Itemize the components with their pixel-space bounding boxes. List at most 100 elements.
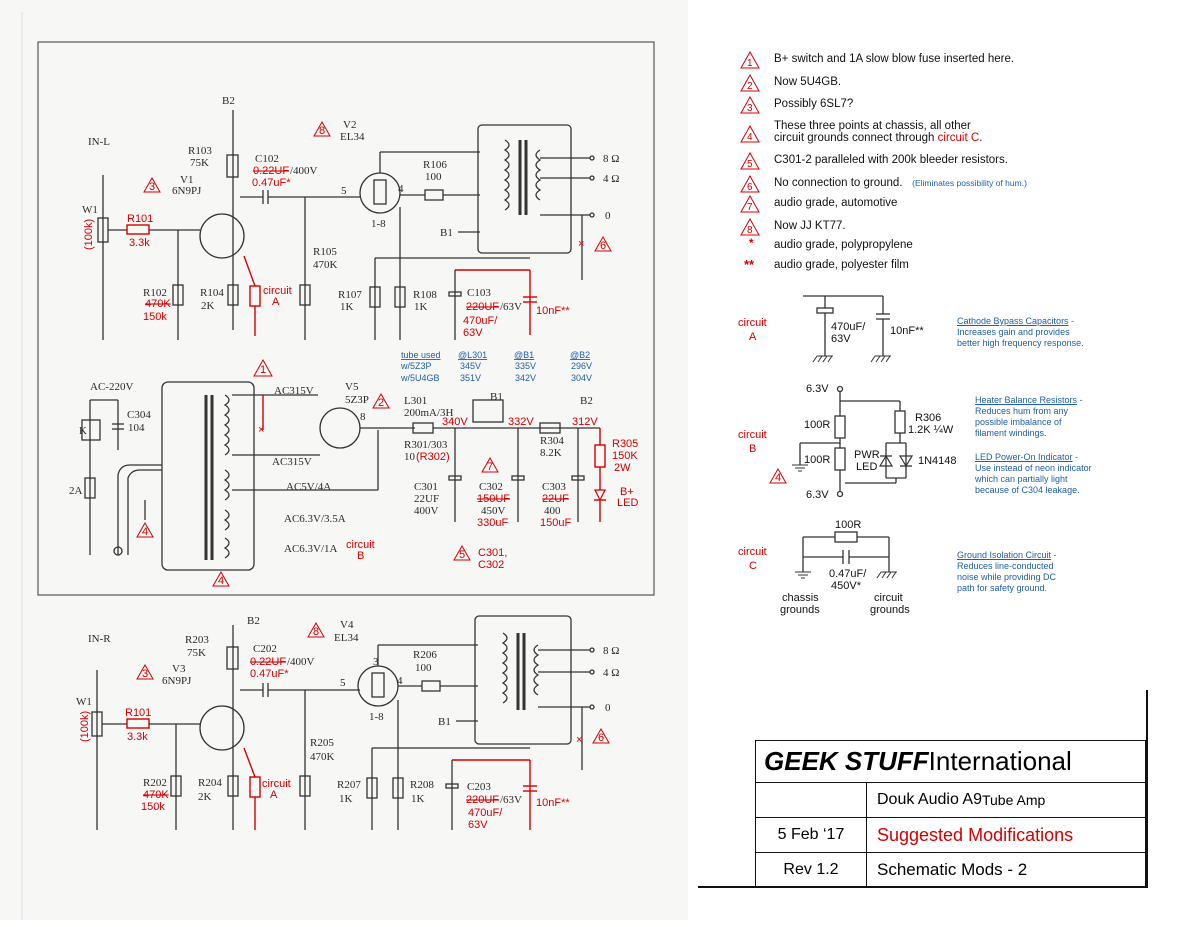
svg-text:R205: R205 bbox=[310, 737, 334, 749]
svg-text:@L301: @L301 bbox=[458, 350, 487, 360]
svg-text:AC315V: AC315V bbox=[272, 456, 312, 468]
svg-text:chassis: chassis bbox=[782, 592, 819, 604]
svg-text:@B1: @B1 bbox=[514, 350, 534, 360]
svg-text:0.47uF/: 0.47uF/ bbox=[829, 568, 867, 580]
svg-text:75K: 75K bbox=[190, 157, 209, 169]
svg-text:6N9PJ: 6N9PJ bbox=[172, 185, 202, 197]
svg-text:circuit: circuit bbox=[738, 546, 767, 558]
svg-text:B: B bbox=[357, 550, 364, 562]
svg-text:@B2: @B2 bbox=[570, 350, 590, 360]
svg-text:4 Ω: 4 Ω bbox=[603, 173, 619, 185]
svg-text:2: 2 bbox=[747, 81, 753, 92]
svg-text:C304: C304 bbox=[127, 409, 151, 421]
svg-text:V4: V4 bbox=[340, 619, 354, 631]
svg-text:2W: 2W bbox=[614, 462, 631, 474]
svg-text:340V: 340V bbox=[442, 416, 468, 428]
svg-text:×: × bbox=[258, 424, 264, 436]
svg-text:400V: 400V bbox=[414, 505, 439, 517]
svg-text:C302: C302 bbox=[478, 559, 504, 571]
svg-text:3.3k: 3.3k bbox=[127, 731, 148, 743]
svg-text:A: A bbox=[270, 789, 278, 801]
svg-text:EL34: EL34 bbox=[340, 131, 365, 143]
svg-text:A: A bbox=[272, 296, 280, 308]
svg-text:450V: 450V bbox=[481, 505, 506, 517]
svg-text:EL34: EL34 bbox=[334, 632, 359, 644]
svg-text:5: 5 bbox=[341, 185, 347, 197]
svg-text:×: × bbox=[576, 734, 582, 746]
svg-text:0.22UF: 0.22UF bbox=[253, 165, 289, 177]
svg-text:PWR: PWR bbox=[854, 449, 880, 461]
svg-text:6N9PJ: 6N9PJ bbox=[162, 675, 192, 687]
circuit-b-heater-description: Heater Balance Resistors - Reduces hum f… bbox=[975, 395, 1083, 438]
svg-text:104: 104 bbox=[128, 422, 145, 434]
svg-text:22UF: 22UF bbox=[414, 493, 439, 505]
svg-text:220UF: 220UF bbox=[466, 301, 499, 313]
svg-text:0.47uF*: 0.47uF* bbox=[250, 668, 289, 680]
svg-text:R207: R207 bbox=[337, 779, 361, 791]
svg-text:A: A bbox=[749, 331, 757, 343]
svg-text:150k: 150k bbox=[143, 311, 167, 323]
amplifier-schematic: IN-L B2 R103 75K C102 0.22UF /400V 0.47u… bbox=[21, 12, 655, 920]
svg-text:10nF**: 10nF** bbox=[890, 325, 924, 337]
svg-text:R107: R107 bbox=[338, 289, 362, 301]
svg-text:R306: R306 bbox=[915, 412, 941, 424]
svg-text:/63V: /63V bbox=[500, 301, 522, 313]
svg-text:V1: V1 bbox=[180, 174, 193, 186]
svg-text:470K: 470K bbox=[310, 751, 335, 763]
svg-text:AC6.3V/3.5A: AC6.3V/3.5A bbox=[284, 513, 346, 525]
svg-text:B1: B1 bbox=[440, 227, 453, 239]
svg-text:R102: R102 bbox=[143, 287, 167, 299]
svg-text:351V: 351V bbox=[460, 373, 481, 383]
svg-text:IN-R: IN-R bbox=[88, 633, 111, 645]
svg-text:AC6.3V/1A: AC6.3V/1A bbox=[284, 543, 338, 555]
svg-text:V5: V5 bbox=[345, 381, 359, 393]
svg-text:6: 6 bbox=[600, 240, 606, 252]
svg-text:5: 5 bbox=[747, 159, 753, 170]
svg-text:100: 100 bbox=[415, 662, 432, 674]
svg-text:100R: 100R bbox=[804, 419, 830, 431]
svg-text:circuit: circuit bbox=[263, 285, 292, 297]
circuit-a-description: Cathode Bypass Capacitors - Increases ga… bbox=[957, 316, 1084, 348]
svg-text:C303: C303 bbox=[542, 481, 566, 493]
svg-text:22UF: 22UF bbox=[542, 493, 569, 505]
svg-text:R105: R105 bbox=[313, 246, 337, 258]
svg-text:75K: 75K bbox=[187, 647, 206, 659]
svg-text:8: 8 bbox=[360, 411, 366, 423]
svg-text:470K: 470K bbox=[143, 789, 169, 801]
svg-text:C302: C302 bbox=[479, 481, 503, 493]
sub-circuits: circuit A 470uF/ 63V 10nF** circuit B 6.… bbox=[738, 295, 957, 616]
svg-text:R206: R206 bbox=[413, 649, 437, 661]
svg-text:4 Ω: 4 Ω bbox=[603, 667, 619, 679]
svg-text:R304: R304 bbox=[540, 435, 564, 447]
svg-text:10nF**: 10nF** bbox=[536, 305, 570, 317]
svg-text:C103: C103 bbox=[467, 287, 491, 299]
svg-text:1K: 1K bbox=[411, 793, 425, 805]
circuit-b-led-description: LED Power-On Indicator - Use instead of … bbox=[975, 452, 1092, 495]
svg-text:AC5V/4A: AC5V/4A bbox=[286, 481, 331, 493]
svg-text:circuit: circuit bbox=[346, 539, 375, 551]
svg-text:grounds: grounds bbox=[870, 604, 910, 616]
svg-text:/400V: /400V bbox=[287, 656, 315, 668]
svg-text:3: 3 bbox=[373, 656, 379, 668]
svg-text:100R: 100R bbox=[835, 519, 861, 531]
svg-text:63V: 63V bbox=[463, 327, 483, 339]
svg-text:V3: V3 bbox=[172, 663, 186, 675]
svg-text:8.2K: 8.2K bbox=[540, 447, 562, 459]
svg-text:63V: 63V bbox=[831, 333, 851, 345]
circuit-c-description: Ground Isolation Circuit - Reduces line-… bbox=[957, 550, 1057, 593]
svg-text:1: 1 bbox=[260, 364, 266, 376]
svg-text:2: 2 bbox=[378, 397, 384, 409]
svg-text:150k: 150k bbox=[141, 801, 165, 813]
svg-text:C102: C102 bbox=[255, 153, 279, 165]
svg-text:V2: V2 bbox=[343, 119, 356, 131]
svg-text:345V: 345V bbox=[460, 361, 481, 371]
subtitle-field: Suggested Modifications bbox=[866, 817, 1146, 853]
svg-text:8: 8 bbox=[313, 626, 319, 638]
svg-text:R101: R101 bbox=[125, 707, 151, 719]
svg-text:400: 400 bbox=[544, 505, 561, 517]
svg-text:4: 4 bbox=[747, 132, 753, 143]
svg-text:5: 5 bbox=[340, 677, 346, 689]
svg-text:C202: C202 bbox=[253, 643, 277, 655]
svg-text:330uF: 330uF bbox=[477, 517, 508, 529]
svg-text:304V: 304V bbox=[571, 373, 592, 383]
